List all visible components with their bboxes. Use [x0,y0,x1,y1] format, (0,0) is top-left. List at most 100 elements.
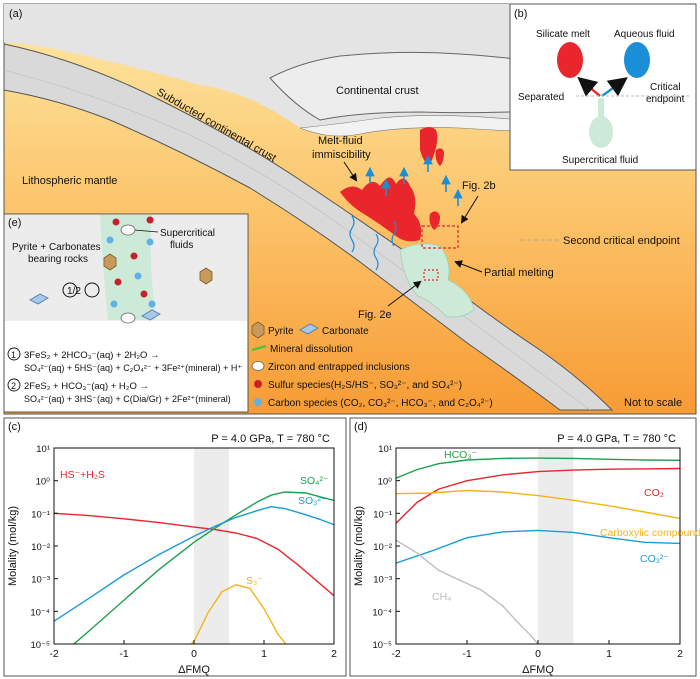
x-tick-label: 1 [606,648,612,660]
x-tick-label: -2 [391,648,400,660]
y-tick-label: 10⁰ [36,477,51,488]
reaction-1-number: 1 [11,350,16,360]
second-endpoint-label: Second critical endpoint [563,235,680,247]
panel-e-letter: (e) [8,217,21,229]
melt-fluid-label-2: immiscibility [312,149,371,161]
series-label: HS⁻+H₂S [60,469,105,481]
x-tick-label: 0 [191,648,197,660]
fluid-arrows [365,154,463,206]
series-line [54,512,334,597]
carbonate-icon [29,293,49,305]
series-line [396,539,539,644]
legend: Pyrite Carbonate Mineral dissolution Zir… [251,321,493,409]
series-line [396,457,680,479]
melt-fluid-label-1: Melt-fluid [318,135,363,147]
reaction-2-line-1: 2FeS₂ + HCO₃⁻(aq) + H₂O → [24,381,149,392]
critical-label-2: endpoint [646,94,685,105]
y-tick-label: 10⁻⁴ [372,607,392,618]
carbonate-icon-2 [141,309,161,321]
aqueous-fluid-blob [624,42,650,78]
legend-carbon: Carbon species (CO₂, CO₃²⁻, HCO₃⁻, and C… [268,398,493,409]
fig2b-label: Fig. 2b [462,180,496,192]
y-tick-label: 10⁻⁵ [30,640,50,651]
legend-zircon: Zircon and entrapped inclusions [268,362,410,373]
x-tick-label: 2 [677,648,683,660]
separated-label: Separated [518,92,564,103]
series-label: SO₃²⁻ [298,495,327,507]
y-tick-label: 10¹ [36,444,50,455]
pyrite-rocks-label-2: bearing rocks [28,254,88,265]
series-label: CH₄ [432,591,451,603]
x-axis-label: ΔFMQ [522,664,554,676]
series-label: SO₄²⁻ [300,475,329,487]
panel-letter: (d) [354,421,367,433]
fig2e-label: Fig. 2e [358,309,392,321]
legend-pyrite: Pyrite [268,326,294,337]
partial-melting-label: Partial melting [484,267,554,279]
zircon-icon [120,224,136,236]
y-tick-label: 10⁻² [373,542,392,553]
legend-zircon-icon [251,361,265,371]
pyrite-rocks-label-1: Pyrite + Carbonates [12,242,101,253]
series-label: S₃⁻ [246,575,263,587]
series-label: Carboxylic compounds [600,527,700,539]
pyrite-icon [103,253,117,271]
silicate-melt-blob [557,42,583,78]
condition-label: P = 4.0 GPa, T = 780 °C [557,433,676,445]
lithospheric-mantle-label: Lithospheric mantle [22,175,117,187]
y-tick-label: 10⁻³ [31,575,50,586]
sulfur-dots [112,216,154,298]
x-axis-label: ΔFMQ [178,664,210,676]
x-tick-label: -1 [119,648,128,660]
panel-a-letter: (a) [9,8,22,20]
series-line [72,491,334,644]
x-tick-label: 1 [261,648,267,660]
series-line [190,584,287,644]
series-line [54,505,334,622]
panel-b-letter: (b) [514,8,527,20]
panel-frame [3,417,347,677]
legend-sulfur: Sulfur species(H₂S/HS⁻, SO₃²⁻, and SO₄²⁻… [268,380,462,391]
series-line [396,467,680,524]
carbon-dots [106,236,156,308]
y-tick-label: 10⁻³ [373,575,392,586]
not-to-scale-label: Not to scale [624,397,682,409]
legend-pyrite-icon [251,321,265,339]
reaction-2-number: 2 [11,381,16,391]
legend-carbonate-icon [299,323,319,335]
y-axis-label: Molality (mol/kg) [353,506,365,586]
chart-c: HS⁻+H₂S SO₄²⁻ SO₃²⁻ S₃⁻ -2 -1 0 1 2 10⁻⁵ 10⁻⁴ 10⁻³ 1… [3,417,347,677]
legend-carbonate: Carbonate [322,326,369,337]
series-label: CO₃²⁻ [640,553,670,565]
reaction-1-line-1: 3FeS₂ + 2HCO₃⁻(aq) + 2H₂O → [24,350,160,361]
melt-body [340,177,422,242]
fig2b-box [421,225,459,249]
y-tick-label: 10⁻² [31,542,50,553]
supercritical-blob [589,116,613,148]
critical-label-1: Critical [650,82,681,93]
condition-label: P = 4.0 GPa, T = 780 °C [211,433,330,445]
pyrite-icon-2 [199,267,213,285]
legend-sulfur-icon [254,380,262,388]
y-tick-label: 10⁰ [378,477,393,488]
continental-crust-label: Continental crust [336,85,419,97]
step-label: 1/2 [67,286,81,297]
wavy-fluid-lines [349,215,397,271]
y-tick-label: 10⁻¹ [31,509,50,520]
zircon-icon-2 [120,312,136,324]
shaded-band [194,448,229,644]
series-label: HCO₃⁻ [444,449,478,461]
x-tick-label: -1 [462,648,471,660]
y-tick-label: 10⁻¹ [373,509,392,520]
supercritical-fluids-label-1: Supercritical [160,228,215,239]
y-tick-label: 10⁻⁴ [30,607,50,618]
x-tick-label: -2 [49,648,58,660]
series-line [396,529,680,564]
series-label: CO₂ [644,487,664,499]
reaction-1-line-2: SO₄²⁻(aq) + 5HS⁻(aq) + C₂O₄²⁻ + 3Fe²⁺(mi… [24,363,242,373]
x-tick-label: 2 [331,648,337,660]
panel-e: (e) Supercritical fluids Pyrite + Carbon… [3,213,249,413]
legend-dissolution-icon [251,344,267,352]
shaded-band [538,448,574,644]
